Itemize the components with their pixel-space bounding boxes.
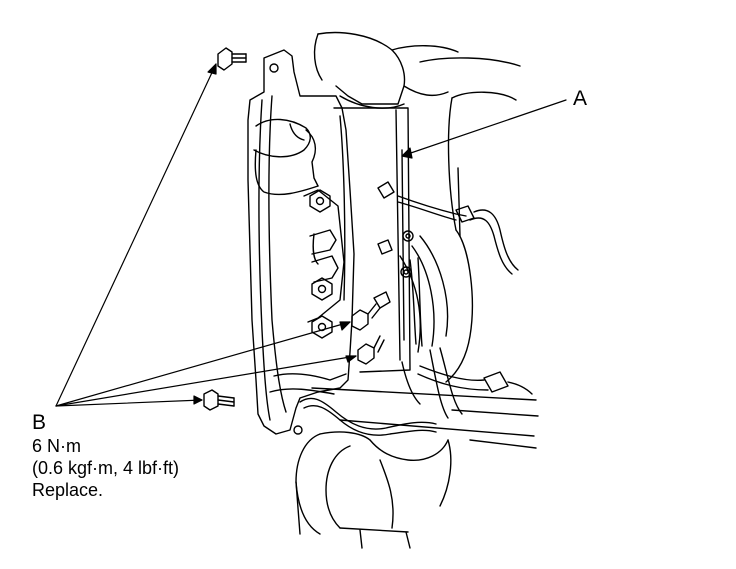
vehicle-body-structure <box>296 33 538 548</box>
bolt-bottom <box>204 390 234 410</box>
leader-lines <box>56 64 566 406</box>
replace-note: Replace. <box>32 480 104 500</box>
leader-b-bottom <box>56 400 202 406</box>
bolts-b <box>204 48 384 410</box>
callout-b-block: B 6 N·m (0.6 kgf·m, 4 lbf·ft) Replace. <box>32 411 179 501</box>
torque-spec-alt: (0.6 kgf·m, 4 lbf·ft) <box>32 458 180 478</box>
leader-a <box>402 100 566 156</box>
nut-2 <box>312 278 332 300</box>
callout-b-label: B <box>32 411 47 434</box>
leader-b-center-1 <box>56 322 350 406</box>
leader-b-center-2 <box>56 356 356 406</box>
nut-1 <box>310 190 330 212</box>
mounting-bracket <box>248 50 354 434</box>
bolt-top <box>218 48 246 70</box>
callout-a-label: A <box>573 87 588 110</box>
bracket-nuts <box>310 190 332 338</box>
leader-b-top <box>56 64 216 406</box>
bolt-center-2 <box>358 336 384 364</box>
wire-harness <box>300 196 474 435</box>
torque-spec: 6 N·m <box>32 436 81 456</box>
bolt-center-1 <box>352 304 380 330</box>
